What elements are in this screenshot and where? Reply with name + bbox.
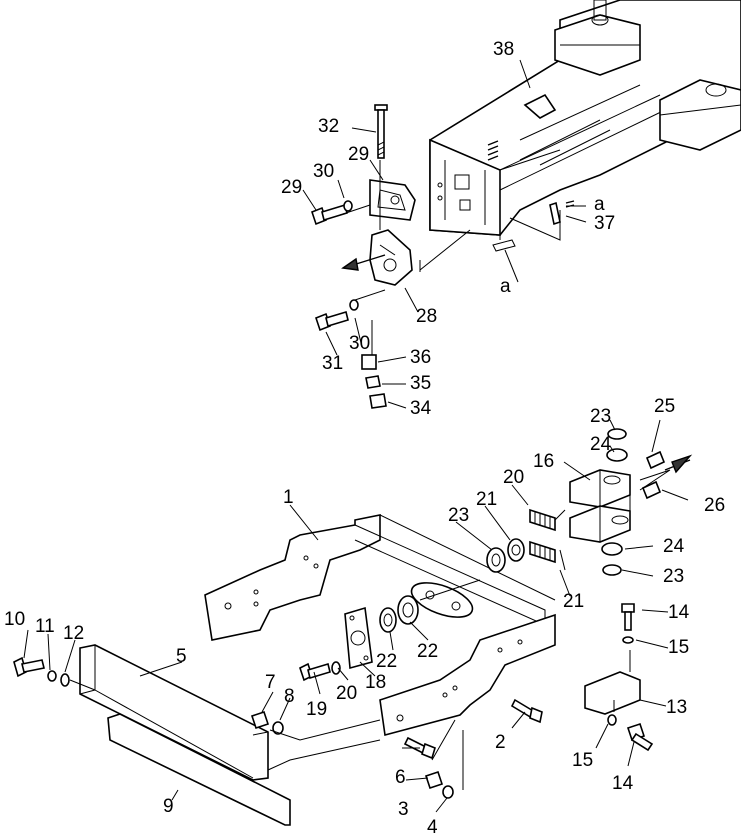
cushion-22-lower xyxy=(397,595,419,625)
callout-9: 9 xyxy=(163,796,174,817)
callout-26: 26 xyxy=(704,495,726,516)
callout-21-lower: 22 xyxy=(376,651,398,672)
bracket-28 xyxy=(369,229,413,286)
callout-35: 38 xyxy=(493,39,515,60)
fitting-25 xyxy=(645,450,666,470)
washer-33 xyxy=(365,375,381,389)
washer-12 xyxy=(60,673,70,687)
callout-12: 12 xyxy=(63,623,85,644)
shim-20-lower xyxy=(529,540,556,564)
nut-7 xyxy=(250,710,270,730)
washer-4 xyxy=(442,785,454,799)
callout-5: 5 xyxy=(176,646,187,667)
washer-15-upper xyxy=(622,636,634,644)
callout-20-upper: 20 xyxy=(503,467,525,488)
washer-8 xyxy=(272,721,284,735)
revolving-frame xyxy=(429,0,741,236)
callout-24-upper: 24 xyxy=(590,434,612,455)
callout-11: 11 xyxy=(35,616,55,637)
callout-18: 19 xyxy=(306,699,328,720)
callout-22-lower: 22 xyxy=(417,641,439,662)
pin-34 xyxy=(361,354,377,370)
callout-25: 25 xyxy=(654,396,676,417)
callout-3: 3 xyxy=(398,799,409,820)
callout-38: a xyxy=(500,276,511,297)
pin-36 xyxy=(549,201,561,226)
cushion-22-upper xyxy=(486,547,506,573)
bracket-16 xyxy=(569,469,631,543)
callout-8: 8 xyxy=(284,686,295,707)
washer-24-upper xyxy=(606,448,628,462)
callout-32: 34 xyxy=(410,398,432,419)
callout-6: 6 xyxy=(395,767,406,788)
callout-29-lower: 31 xyxy=(322,353,344,374)
washer-19 xyxy=(331,661,341,675)
callout-33: 35 xyxy=(410,373,432,394)
bolt-29-lower xyxy=(315,310,349,332)
callout-36: 37 xyxy=(594,213,616,234)
pin-31 xyxy=(374,104,388,159)
callout-14-lower: 14 xyxy=(612,773,634,794)
washer-30-upper xyxy=(343,200,353,212)
nut-23-lower xyxy=(602,564,622,576)
callout-19: 20 xyxy=(336,683,358,704)
strip-9 xyxy=(107,713,291,826)
washer-15-lower xyxy=(607,714,617,726)
callout-29-upper: 29 xyxy=(281,177,303,198)
callout-15-lower: 15 xyxy=(572,750,594,771)
nut-32 xyxy=(369,393,387,409)
side-frame-1 xyxy=(204,514,556,641)
callout-1: 1 xyxy=(283,487,294,508)
washer-11 xyxy=(47,670,57,682)
callout-20-lower: 21 xyxy=(563,591,585,612)
callout-15-upper: 15 xyxy=(668,637,690,658)
mount-17 xyxy=(344,606,373,670)
callout-22-upper: 23 xyxy=(448,505,470,526)
nut-23-upper xyxy=(607,428,627,440)
callout-13: 13 xyxy=(666,697,688,718)
callout-30-lower: 30 xyxy=(349,333,371,354)
side-plate-right xyxy=(379,613,556,737)
washer-24-lower xyxy=(601,542,623,556)
callout-23-lower: 23 xyxy=(663,566,685,587)
callout-28: 28 xyxy=(416,306,438,327)
callout-4: 4 xyxy=(427,817,438,836)
callout-17: 18 xyxy=(365,672,387,693)
bolt-14-upper xyxy=(621,603,635,613)
callout-27: 29 xyxy=(348,144,370,165)
callout-14-upper: 14 xyxy=(668,602,690,623)
callout-10: 10 xyxy=(4,609,26,630)
callout-34: 36 xyxy=(410,347,432,368)
callout-16: 16 xyxy=(533,451,555,472)
bracket-27 xyxy=(369,179,416,221)
callout-7: 7 xyxy=(265,672,276,693)
callout-24-lower: 24 xyxy=(663,536,685,557)
callout-37: a xyxy=(594,194,605,215)
callout-23-upper: 23 xyxy=(590,406,612,427)
plate-13 xyxy=(584,671,641,715)
callout-31: 32 xyxy=(318,116,340,137)
cushion-21-lower xyxy=(379,607,397,633)
callout-2: 2 xyxy=(495,732,506,753)
cushion-21-upper xyxy=(507,538,525,562)
washer-30-lower xyxy=(349,299,359,311)
callout-30-upper: 30 xyxy=(313,161,335,182)
callout-21-upper: 21 xyxy=(476,489,498,510)
shim-20-upper xyxy=(529,508,556,532)
nut-3 xyxy=(424,770,444,790)
fitting-26 xyxy=(641,480,662,500)
